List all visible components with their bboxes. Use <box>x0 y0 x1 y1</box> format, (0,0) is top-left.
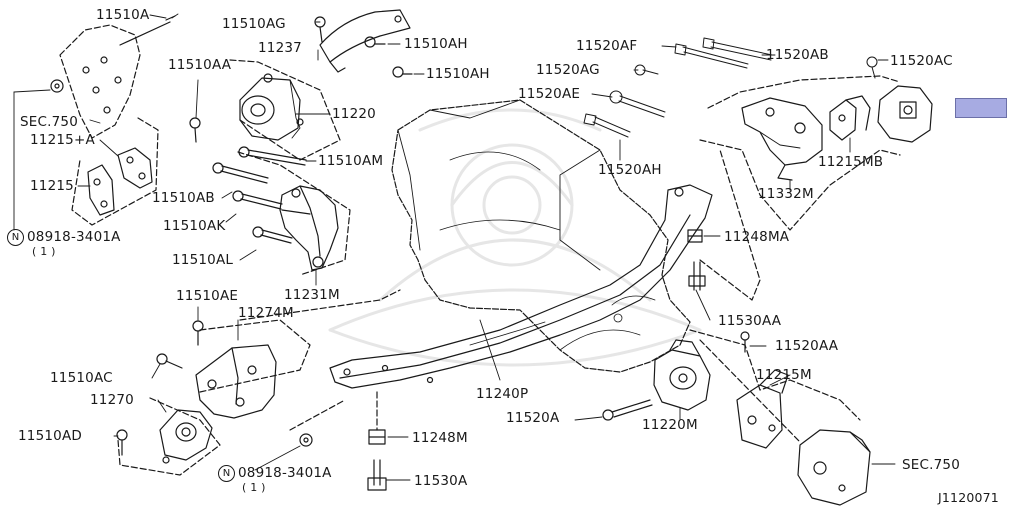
bolt-11510ah-1 <box>364 36 386 48</box>
engine-mount-11220m <box>653 339 711 411</box>
bolt-11520ah <box>583 113 631 138</box>
label-11520a[interactable]: 11520A <box>506 410 560 426</box>
label-11510ag[interactable]: 11510AG <box>222 16 286 32</box>
nut-11248ma <box>687 229 703 243</box>
crossmember-11240p <box>329 184 713 389</box>
label-11520ag[interactable]: 11520AG <box>536 62 600 78</box>
dash-group-right-mid <box>699 139 901 231</box>
qty-bottom: ( 1 ) <box>242 481 266 494</box>
label-11510ae[interactable]: 11510AE <box>176 288 239 304</box>
housing-sec750-bottom <box>797 429 871 506</box>
label-08918-3401a-top[interactable]: 08918-3401A <box>27 229 121 245</box>
insulator-11215mb <box>829 95 871 141</box>
bolt-11520ab <box>702 37 773 61</box>
nut-08918-bottom <box>299 433 313 447</box>
label-11240p[interactable]: 11240P <box>476 386 529 402</box>
bolt-11520af <box>674 43 749 69</box>
label-11520ah[interactable]: 11520AH <box>598 162 662 178</box>
bracket-11231m <box>279 185 339 271</box>
bracket-11237 <box>319 9 411 73</box>
engine-mount-11220 <box>239 73 304 141</box>
bracket-11274m <box>195 344 277 419</box>
figure-code: J1120071 <box>938 490 999 505</box>
bolt-11510al <box>252 226 293 244</box>
dash-group-left-upper <box>71 117 159 226</box>
engine-mount-right <box>877 85 933 143</box>
dash-group-bracket-11231m <box>237 151 351 276</box>
dash-group-mount-11220 <box>229 59 341 161</box>
stud-11530aa <box>688 261 706 291</box>
dash-group-lower-left <box>117 397 221 476</box>
label-11520af[interactable]: 11520AF <box>576 38 638 54</box>
label-11237[interactable]: 11237 <box>258 40 302 56</box>
label-11530a[interactable]: 11530A <box>414 473 468 489</box>
bolt-11510ad <box>116 429 128 456</box>
bolt-11510ah-2 <box>392 66 413 78</box>
label-11520ab[interactable]: 11520AB <box>766 47 829 63</box>
label-11270[interactable]: 11270 <box>90 392 134 408</box>
label-11510al[interactable]: 11510AL <box>172 252 234 268</box>
insulator-11215m <box>736 369 789 449</box>
label-11231m[interactable]: 11231M <box>284 287 340 303</box>
bolt-11520ae <box>609 90 666 118</box>
label-11510ak[interactable]: 11510AK <box>163 218 226 234</box>
label-11510ad[interactable]: 11510AD <box>18 428 82 444</box>
nut-08918-top <box>50 79 64 93</box>
n-symbol-bottom: N <box>218 465 235 482</box>
label-11332m[interactable]: 11332M <box>758 186 814 202</box>
n-symbol-top: N <box>7 229 24 246</box>
label-11215m[interactable]: 11215M <box>756 367 812 383</box>
bolt-11520a <box>602 399 653 421</box>
label-11510ah-2[interactable]: 11510AH <box>426 66 490 82</box>
watermark-emblem <box>328 108 702 367</box>
engine-mount-11270 <box>159 409 213 464</box>
label-11510ab[interactable]: 11510AB <box>152 190 215 206</box>
bolt-11510ak <box>232 190 283 210</box>
leader-lines <box>13 13 896 481</box>
label-11220m[interactable]: 11220M <box>642 417 698 433</box>
label-08918-3401a-bottom[interactable]: 08918-3401A <box>238 465 332 481</box>
label-11510a[interactable]: 11510A <box>96 7 150 23</box>
label-11520ac[interactable]: 11520AC <box>890 53 953 69</box>
label-11530aa[interactable]: 11530AA <box>718 313 782 329</box>
qty-top: ( 1 ) <box>32 245 56 258</box>
insulator-11215 <box>87 164 115 216</box>
label-11248m[interactable]: 11248M <box>412 430 468 446</box>
insulator-11215a <box>117 147 153 189</box>
bolt-11520aa <box>740 331 750 353</box>
dash-group-lower-right <box>689 329 861 421</box>
label-11215a[interactable]: 11215+A <box>30 132 95 148</box>
label-11520aa[interactable]: 11520AA <box>775 338 839 354</box>
label-11220[interactable]: 11220 <box>332 106 376 122</box>
heat-shield-left <box>59 24 141 139</box>
label-11510ah-1[interactable]: 11510AH <box>404 36 468 52</box>
bracket-11332m <box>741 97 823 181</box>
engine-block-outline <box>391 99 691 373</box>
label-11248ma[interactable]: 11248MA <box>724 229 790 245</box>
dash-group-right-lower <box>699 149 761 301</box>
label-11510am[interactable]: 11510AM <box>318 153 384 169</box>
bolt-11520ac <box>866 56 878 79</box>
bolt-11510ae <box>192 320 204 346</box>
bolt-11510am <box>238 146 307 166</box>
label-11274m[interactable]: 11274M <box>238 305 294 321</box>
label-11520ae[interactable]: 11520AE <box>518 86 581 102</box>
bolt-11510ag <box>314 16 326 43</box>
label-11510ac[interactable]: 11510AC <box>50 370 113 386</box>
nut-11248m <box>368 429 386 445</box>
bolt-11510aa <box>189 117 201 143</box>
dash-group-right-upper <box>707 75 901 109</box>
label-sec750-bottom[interactable]: SEC.750 <box>902 457 960 473</box>
bolt-11510ac <box>156 353 183 369</box>
stud-11530a <box>367 459 387 491</box>
label-sec750-top[interactable]: SEC.750 <box>20 114 78 130</box>
bolt-11510ab <box>212 162 269 184</box>
highlighted-part-callout[interactable] <box>955 98 1007 118</box>
label-11510aa[interactable]: 11510AA <box>168 57 232 73</box>
label-11215mb[interactable]: 11215MB <box>818 154 884 170</box>
label-11215[interactable]: 11215 <box>30 178 74 194</box>
